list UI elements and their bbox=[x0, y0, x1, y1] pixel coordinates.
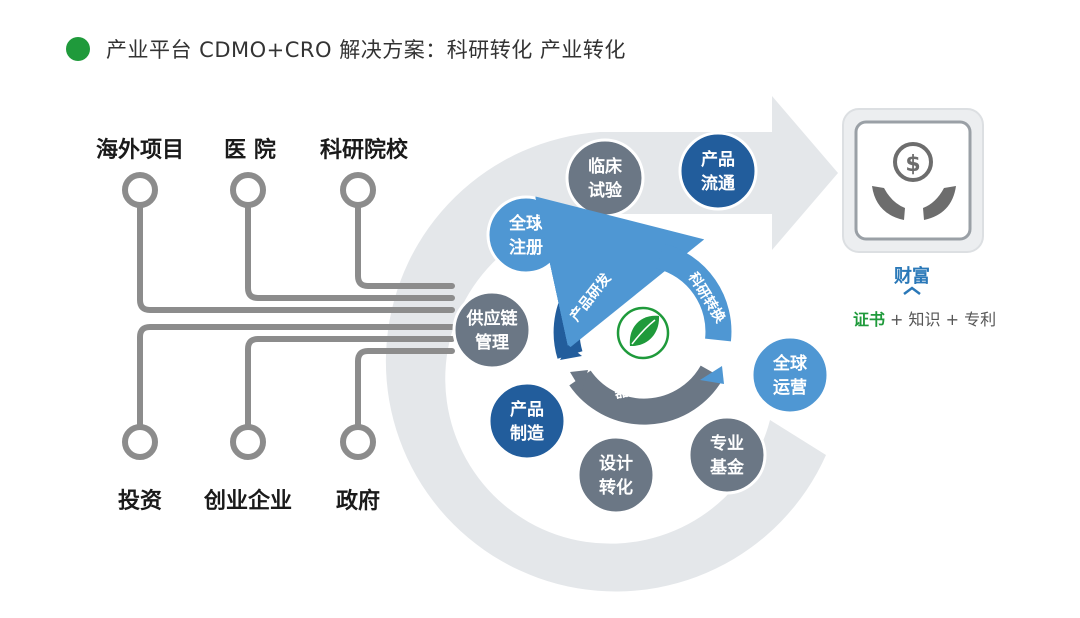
svg-text:流通: 流通 bbox=[701, 173, 735, 194]
wealth-title: 财富 bbox=[894, 265, 930, 287]
wealth-knowledge-patent: + 知识 + 专利 bbox=[890, 310, 996, 329]
connector-lines bbox=[137, 202, 455, 429]
svg-text:管理: 管理 bbox=[475, 332, 509, 353]
spiral-circle-professional-fund: 专业 基金 bbox=[687, 415, 767, 495]
title-bullet-dot bbox=[66, 37, 90, 61]
spiral-circle-product-distribution: 产品 流通 bbox=[678, 131, 758, 211]
source-label-overseas: 海外项目 bbox=[96, 137, 184, 163]
source-label-investment: 投资 bbox=[118, 489, 162, 514]
title-bar: 产业平台 CDMO+CRO 解决方案：科研转化 产业转化 bbox=[66, 32, 626, 66]
source-label-hospital: 医 院 bbox=[224, 137, 276, 163]
chevron-up-icon bbox=[903, 286, 921, 295]
source-label-research: 科研院校 bbox=[320, 137, 409, 163]
page-title: 产业平台 CDMO+CRO 解决方案：科研转化 产业转化 bbox=[106, 38, 626, 62]
svg-text:产品: 产品 bbox=[701, 149, 735, 170]
svg-text:$: $ bbox=[905, 152, 920, 177]
source-nodes bbox=[122, 172, 376, 460]
svg-text:全球: 全球 bbox=[508, 213, 544, 234]
svg-text:制造: 制造 bbox=[510, 423, 545, 444]
svg-text:产品: 产品 bbox=[510, 399, 544, 420]
spiral-circle-global-registration: 全球 注册 bbox=[486, 195, 566, 275]
spiral-circle-design-transformation: 设计 转化 bbox=[576, 435, 656, 515]
svg-text:注册: 注册 bbox=[509, 237, 543, 258]
wealth-box: $ bbox=[842, 108, 984, 253]
source-label-government: 政府 bbox=[336, 488, 380, 514]
svg-text:专业: 专业 bbox=[710, 433, 744, 454]
svg-text:转化: 转化 bbox=[599, 477, 633, 498]
spiral-circle-clinical-trial: 临床 试验 bbox=[565, 138, 645, 218]
svg-text:试验: 试验 bbox=[588, 180, 623, 201]
leaf-logo-icon bbox=[616, 306, 670, 360]
spiral-circle-product-manufacturing: 产品 制造 bbox=[487, 381, 567, 461]
svg-text:运营: 运营 bbox=[773, 377, 807, 398]
spiral-circle-global-operation: 全球 运营 bbox=[750, 335, 830, 415]
svg-text:设计: 设计 bbox=[599, 453, 633, 474]
wealth-certificate: 证书 bbox=[853, 310, 885, 329]
svg-text:全球: 全球 bbox=[772, 353, 808, 374]
svg-text:临床: 临床 bbox=[588, 156, 623, 177]
svg-text:供应链: 供应链 bbox=[466, 308, 519, 329]
money-hands-icon: $ bbox=[872, 142, 956, 220]
svg-text:基金: 基金 bbox=[709, 457, 745, 478]
source-label-startups: 创业企业 bbox=[203, 488, 292, 514]
spiral-circle-supply-chain: 供应链 管理 bbox=[452, 290, 532, 370]
